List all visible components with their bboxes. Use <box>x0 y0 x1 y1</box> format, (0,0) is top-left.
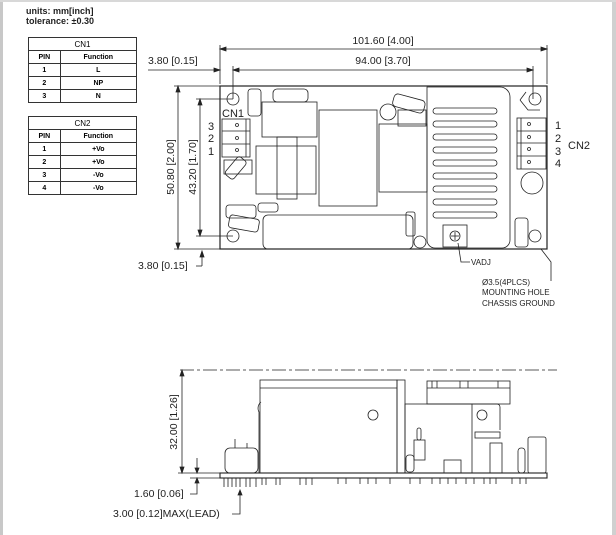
cn2-connector <box>516 117 547 170</box>
tolerance-note: tolerance: ±0.30 <box>26 16 94 26</box>
dim-offset-bottom-label: 3.80 [0.15] <box>138 260 188 272</box>
vadj-potentiometer-icon[interactable] <box>442 224 468 248</box>
component-leads <box>223 478 527 487</box>
transformer <box>259 379 398 474</box>
page-edge <box>0 0 616 2</box>
mounting-hole-icon <box>226 92 542 243</box>
cn1-pin-label: 3 <box>208 121 214 133</box>
units-note: units: mm[inch] <box>26 6 94 16</box>
dim-length-label: 101.60 [4.00] <box>352 35 413 47</box>
function-cell: N <box>59 89 138 103</box>
scrollbar[interactable] <box>612 0 616 535</box>
top-view: 101.60 [4.00] 94.00 [3.70] 3.80 [0.15] 5… <box>138 35 590 308</box>
vadj-label: VADJ <box>471 258 491 267</box>
heatsink <box>426 86 511 249</box>
dim-height-label: 32.00 [1.26] <box>168 394 180 450</box>
hole-note-line: Ø3.5(4PLCS) <box>482 278 530 287</box>
hole-note-line: CHASSIS GROUND <box>482 299 555 308</box>
cn2-pin-label: 1 <box>555 120 561 132</box>
cn2-label: CN2 <box>568 140 590 152</box>
dim-pcb-label: 1.60 [0.06] <box>134 488 184 500</box>
cn1-connector <box>221 118 251 158</box>
pcb-outline <box>219 85 548 250</box>
pcb-side <box>219 472 548 479</box>
dim-hole-span-y-label: 43.20 [1.70] <box>187 139 199 195</box>
cn1-pin-label: 1 <box>208 146 214 158</box>
inductor <box>224 447 259 474</box>
dim-width-label: 50.80 [2.00] <box>165 139 177 195</box>
pin-cell: 4 <box>28 181 61 195</box>
dim-offset-top-label: 3.80 [0.15] <box>148 55 198 67</box>
dim-lead-label: 3.00 [0.12]MAX(LEAD) <box>113 508 220 520</box>
hole-note-line: MOUNTING HOLE <box>482 288 550 297</box>
page-edge <box>0 0 3 535</box>
cn1-pin-label: 2 <box>208 133 214 145</box>
table-row: 2+Vo <box>28 155 138 169</box>
cn2-pin-label: 2 <box>555 133 561 145</box>
cn2-pin-label: 4 <box>555 158 561 170</box>
side-view: 32.00 [1.26] 1.60 [0.06] 3.00 [0.12]MAX(… <box>113 368 557 520</box>
function-cell: -Vo <box>59 181 138 195</box>
pin-cell: 3 <box>28 89 61 103</box>
dim-hole-span-x-label: 94.00 [3.70] <box>355 55 411 67</box>
cn2-pin-label: 3 <box>555 146 561 158</box>
table-row: 4-Vo <box>28 181 138 195</box>
cn1-label: CN1 <box>222 108 244 120</box>
